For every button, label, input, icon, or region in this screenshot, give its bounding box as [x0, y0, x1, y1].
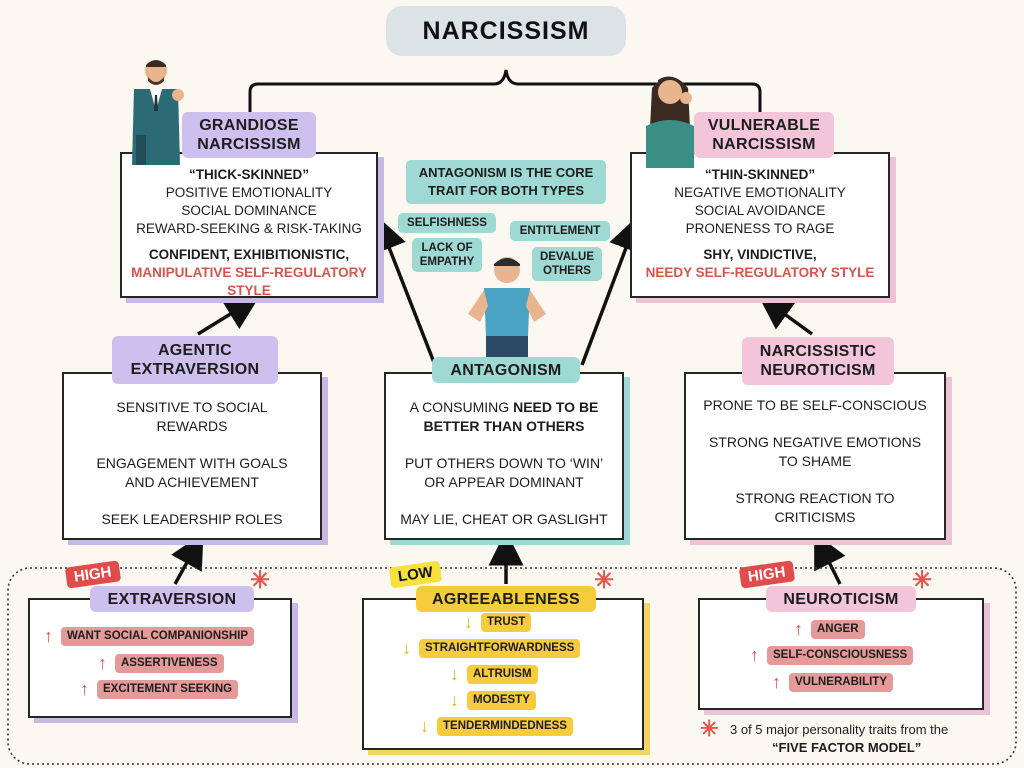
vulnerable-style-1: SHY, VINDICTIVE, [703, 247, 817, 262]
footnote-line-2: “FIVE FACTOR MODEL” [772, 740, 922, 755]
facet-label: ASSERTIVENESS [115, 654, 224, 673]
page-title: NARCISSISM [386, 6, 626, 56]
asterisk-icon: ✳ [250, 567, 271, 594]
grandiose-box: “THICK-SKINNED” POSITIVE EMOTIONALITY SO… [120, 152, 378, 298]
list-item: ↓ TENDERMINDEDNESS [420, 716, 573, 737]
down-arrow-icon: ↓ [450, 664, 459, 684]
vulnerable-trait: SOCIAL AVOIDANCE [694, 203, 826, 218]
tag-devalue-others: DEVALUE OTHERS [532, 247, 602, 281]
facet-label: EXCITEMENT SEEKING [97, 680, 239, 699]
neuroticism-label: NEUROTICISM [766, 586, 916, 612]
vulnerable-quote: “THIN-SKINNED” [704, 167, 816, 182]
agentic-item: SENSITIVE TO SOCIAL REWARDS [116, 399, 268, 434]
list-item: ↓ MODESTY [450, 690, 536, 711]
grandiose-quote: “THICK-SKINNED” [189, 167, 309, 182]
up-arrow-icon: ↑ [750, 645, 759, 665]
grandiose-trait: REWARD-SEEKING & RISK-TAKING [136, 221, 362, 236]
down-arrow-icon: ↓ [464, 612, 473, 632]
antagonism-item-2: PUT OTHERS DOWN TO ‘WIN’ OR APPEAR DOMIN… [404, 455, 604, 490]
grandiose-trait: POSITIVE EMOTIONALITY [165, 185, 333, 200]
asterisk-icon: ✳ [594, 567, 615, 594]
facet-label: MODESTY [467, 691, 536, 710]
up-arrow-icon: ↑ [44, 626, 53, 646]
agentic-item: ENGAGEMENT WITH GOALS AND ACHIEVEMENT [96, 455, 288, 490]
antagonism-box: A CONSUMING NEED TO BE BETTER THAN OTHER… [384, 372, 624, 540]
up-arrow-icon: ↑ [794, 619, 803, 639]
up-arrow-icon: ↑ [772, 672, 781, 692]
vulnerable-box: “THIN-SKINNED” NEGATIVE EMOTIONALITY SOC… [630, 152, 890, 298]
grandiose-trait: SOCIAL DOMINANCE [181, 203, 317, 218]
facet-label: WANT SOCIAL COMPANIONSHIP [61, 627, 255, 646]
asterisk-icon: ✳ [912, 567, 933, 594]
antagonism-item-1: A CONSUMING NEED TO BE BETTER THAN OTHER… [409, 399, 599, 434]
neuroticism-n-item: STRONG REACTION TO CRITICISMS [735, 490, 895, 525]
vulnerable-style-2: NEEDY SELF-REGULATORY STYLE [645, 265, 875, 280]
facet-label: STRAIGHTFORWARDNESS [419, 639, 581, 658]
vulnerable-trait: PRONENESS TO RAGE [685, 221, 835, 236]
list-item: ↓ STRAIGHTFORWARDNESS [402, 638, 581, 659]
facet-label: TRUST [481, 613, 532, 632]
list-item: ↑ SELF-CONSCIOUSNESS [750, 645, 914, 666]
asterisk-icon: ✳ [700, 716, 719, 741]
grandiose-style-2: MANIPULATIVE SELF-REGULATORY STYLE [131, 265, 367, 298]
facet-label: VULNERABILITY [789, 673, 893, 692]
grandiose-label: GRANDIOSE NARCISSISM [182, 112, 316, 158]
agentic-item: SEEK LEADERSHIP ROLES [101, 511, 283, 527]
tag-selfishness: SELFISHNESS [398, 213, 496, 233]
antagonism-item-3: MAY LIE, CHEAT OR GASLIGHT [400, 511, 608, 527]
agreeableness-label: AGREEABLENESS [416, 586, 596, 612]
narcissistic-neuroticism-box: PRONE TO BE SELF-CONSCIOUS STRONG NEGATI… [684, 372, 946, 540]
center-man-illustration [468, 257, 546, 365]
list-item: ↓ TRUST [464, 612, 532, 633]
list-item: ↑ ANGER [794, 619, 865, 640]
antagonism-label: ANTAGONISM [432, 357, 580, 383]
woman-illustration [646, 76, 694, 168]
up-arrow-icon: ↑ [98, 653, 107, 673]
down-arrow-icon: ↓ [450, 690, 459, 710]
footnote: 3 of 5 major personality traits from the… [730, 721, 1000, 757]
list-item: ↑ VULNERABILITY [772, 672, 893, 693]
list-item: ↓ ALTRUISM [450, 664, 538, 685]
list-item: ↑ ASSERTIVENESS [98, 653, 224, 674]
narcissistic-neuroticism-label: NARCISSISTIC NEUROTICISM [742, 337, 894, 385]
list-item: ↑ WANT SOCIAL COMPANIONSHIP [44, 626, 255, 647]
extraversion-label: EXTRAVERSION [90, 586, 254, 612]
down-arrow-icon: ↓ [420, 716, 429, 736]
up-arrow-icon: ↑ [80, 679, 89, 699]
facet-label: ALTRUISM [467, 665, 538, 684]
tag-entitlement: ENTITLEMENT [510, 221, 610, 241]
neuroticism-n-item: PRONE TO BE SELF-CONSCIOUS [703, 397, 927, 413]
agentic-extraversion-box: SENSITIVE TO SOCIAL REWARDS ENGAGEMENT W… [62, 372, 322, 540]
down-arrow-icon: ↓ [402, 638, 411, 658]
footnote-line-1: 3 of 5 major personality traits from the [730, 722, 949, 737]
list-item: ↑ EXCITEMENT SEEKING [80, 679, 239, 700]
core-trait-callout: ANTAGONISM IS THE CORE TRAIT FOR BOTH TY… [406, 160, 606, 204]
agentic-extraversion-label: AGENTIC EXTRAVERSION [112, 336, 278, 384]
tag-lack-of-empathy: LACK OF EMPATHY [412, 238, 482, 272]
facet-label: TENDERMINDEDNESS [437, 717, 573, 736]
vulnerable-label: VULNERABLE NARCISSISM [694, 112, 834, 158]
vulnerable-trait: NEGATIVE EMOTIONALITY [674, 185, 846, 200]
facet-label: ANGER [811, 620, 865, 639]
neuroticism-n-item: STRONG NEGATIVE EMOTIONS TO SHAME [708, 434, 922, 469]
man-illustration [132, 60, 184, 165]
facet-label: SELF-CONSCIOUSNESS [767, 646, 914, 665]
grandiose-style-1: CONFIDENT, EXHIBITIONISTIC, [148, 247, 350, 262]
